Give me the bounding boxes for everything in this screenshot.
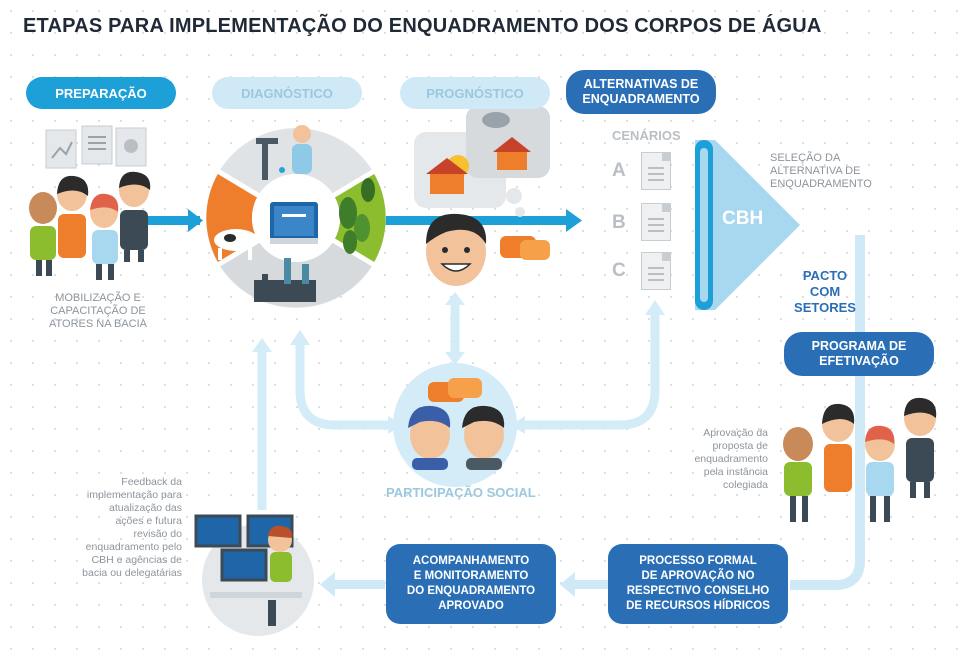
cbh-caption: SELEÇÃO DA ALTERNATIVA DE ENQUADRAMENTO (770, 152, 872, 190)
programa-efetivacao: PROGRAMA DE EFETIVAÇÃO (784, 332, 934, 376)
factory-icon (254, 258, 316, 302)
document-icon (641, 152, 671, 190)
processo-label: PROCESSO FORMAL DE APROVAÇÃO NO RESPECTI… (626, 555, 770, 612)
diagnostic-wheel-icon (206, 125, 386, 308)
book-icon (270, 202, 318, 244)
participation-group-icon (393, 363, 517, 487)
pacto-label: PACTO COM SETORES (794, 268, 856, 315)
acompanhamento-box: ACOMPANHAMENTO E MONITORAMENTO DO ENQUAD… (386, 544, 556, 624)
stage-diagnostico: DIAGNÓSTICO (212, 77, 362, 109)
cenarios-label: CENÁRIOS (612, 128, 681, 143)
prognostic-person-icon (426, 213, 487, 286)
cenario-b: B (612, 212, 626, 233)
stage-prognostico: PROGNÓSTICO (400, 77, 550, 109)
page-title: ETAPAS PARA IMPLEMENTAÇÃO DO ENQUADRAMEN… (23, 15, 822, 37)
stage-prognostico-label: PROGNÓSTICO (426, 85, 524, 101)
stage-alternativas: ALTERNATIVAS DE ENQUADRAMENTO (566, 70, 716, 114)
funnel-icon (695, 140, 800, 310)
cbh-label: CBH (722, 208, 764, 229)
people-group-icon (29, 171, 151, 280)
cenario-c: C (612, 260, 626, 281)
processo-formal-box: PROCESSO FORMAL DE APROVAÇÃO NO RESPECTI… (608, 544, 788, 624)
cow-icon (214, 229, 258, 260)
feedback-caption: Feedback da implementação para atualizaç… (82, 476, 182, 579)
rain-cloud-icon (482, 112, 510, 128)
stage-preparacao: PREPARAÇÃO (26, 77, 176, 109)
bottom-flow (320, 235, 865, 597)
stage-diagnostico-label: DIAGNÓSTICO (241, 85, 333, 101)
preparation-documents-icon (45, 125, 147, 169)
stage-preparacao-label: PREPARAÇÃO (55, 85, 147, 101)
participacao-label: PARTICIPAÇÃO SOCIAL (386, 485, 536, 500)
preparacao-caption: MOBILIZAÇÃO E CAPACITAÇÃO DE ATORES NA B… (48, 292, 147, 330)
prognostic-scenario-icon (414, 106, 550, 217)
aprovacao-caption: Aprovação da proposta de enquadramento p… (694, 427, 768, 491)
house-icon (430, 172, 464, 194)
participation-flow-lines (257, 300, 660, 510)
programa-label: PROGRAMA DE EFETIVAÇÃO (811, 339, 907, 368)
approval-people-icon (783, 397, 937, 522)
document-icon (641, 203, 671, 241)
document-icon (641, 252, 671, 290)
computer-workstation-icon (194, 514, 314, 636)
stage-alternativas-label: ALTERNATIVAS DE ENQUADRAMENTO (582, 77, 700, 106)
speech-bubbles-icon (500, 236, 550, 260)
trees-icon (339, 178, 375, 254)
acompanhamento-label: ACOMPANHAMENTO E MONITORAMENTO DO ENQUAD… (406, 555, 536, 612)
cenario-a: A (612, 160, 626, 181)
water-pump-icon (256, 125, 312, 180)
